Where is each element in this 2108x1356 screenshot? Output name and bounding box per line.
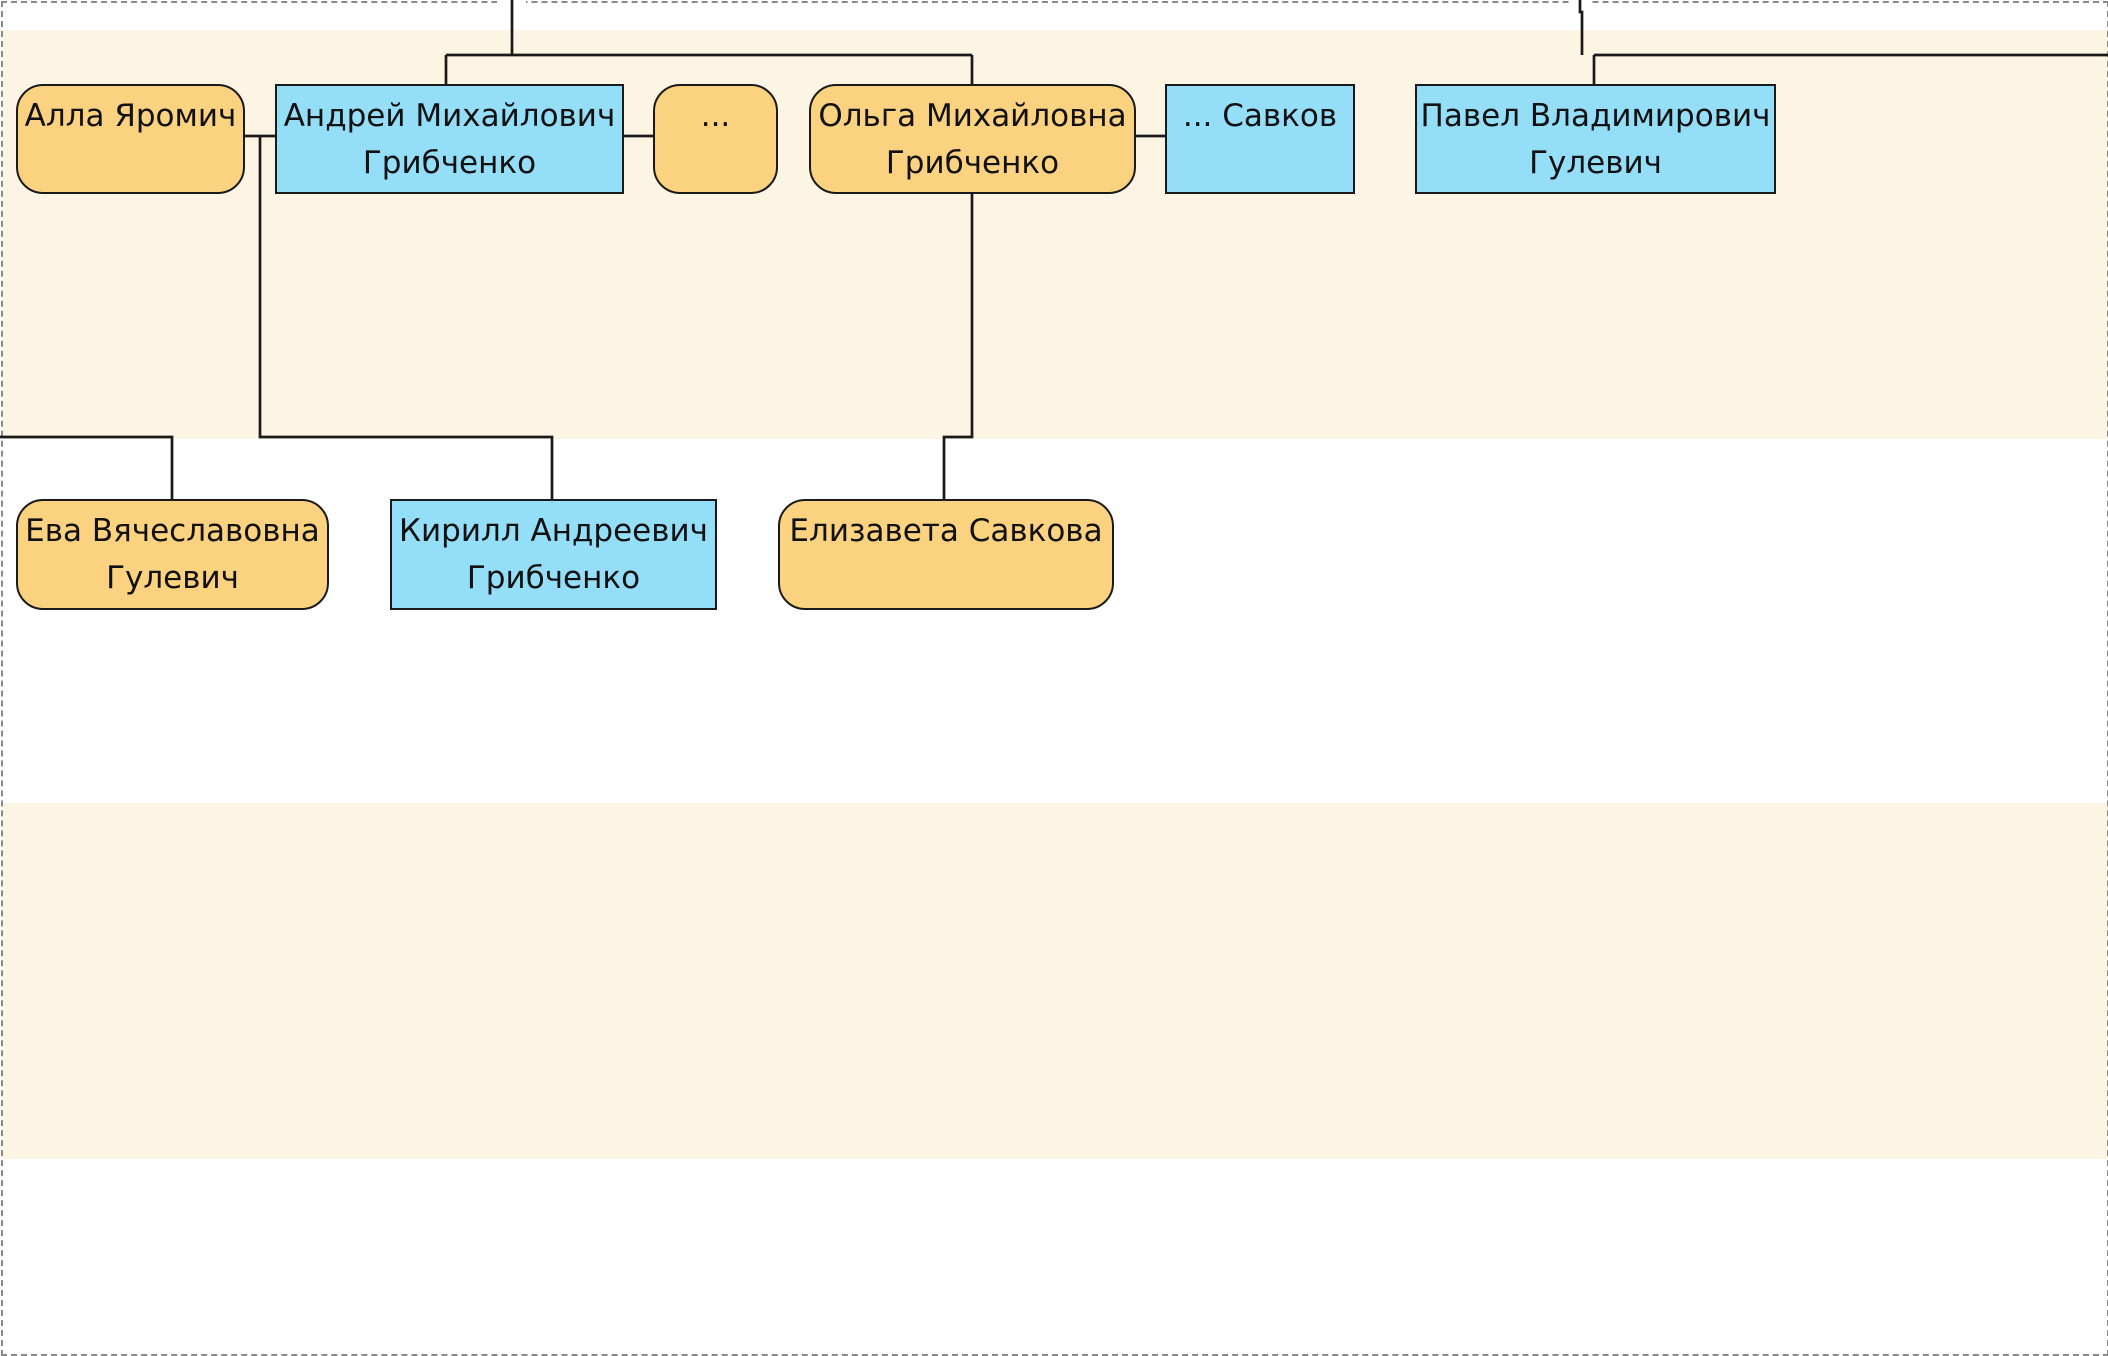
person-surname: Грибченко <box>466 560 641 596</box>
person-name: Андрей Михайлович <box>283 98 616 134</box>
person-node-elizaveta-savkova[interactable]: Елизавета Савкова <box>778 499 1114 610</box>
person-node-andrey-gribchenko[interactable]: Андрей Михайлович Грибченко <box>275 84 624 194</box>
person-node-savkov[interactable]: ... Савков <box>1165 84 1355 194</box>
person-name: ... <box>700 98 731 134</box>
connector-line <box>0 435 174 500</box>
person-node-kirill-gribchenko[interactable]: Кирилл Андреевич Грибченко <box>390 499 717 610</box>
connector-line <box>258 136 554 500</box>
generation-band <box>2 803 2108 1159</box>
person-name: Кирилл Андреевич <box>399 513 708 549</box>
person-name: Ольга Михайловна <box>818 98 1127 134</box>
person-surname: Гулевич <box>106 560 239 596</box>
person-node-alla-yaromich[interactable]: Алла Яромич <box>16 84 245 194</box>
person-name: Алла Яромич <box>24 98 237 134</box>
person-surname: Грибченко <box>885 145 1060 181</box>
person-surname: Гулевич <box>1529 145 1662 181</box>
person-name: Елизавета Савкова <box>789 513 1103 549</box>
connector-line <box>942 193 974 500</box>
person-name: Ева Вячеславовна <box>25 513 320 549</box>
person-name: Павел Владимирович <box>1420 98 1771 134</box>
person-name: ... Савков <box>1182 98 1338 134</box>
person-node-eva-gulevich[interactable]: Ева Вячеславовна Гулевич <box>16 499 329 610</box>
person-node-olga-gribchenko[interactable]: Ольга Михайловна Грибченко <box>809 84 1136 194</box>
person-node-unknown[interactable]: ... <box>653 84 778 194</box>
person-surname: Грибченко <box>362 145 537 181</box>
connector-line <box>1578 0 1584 55</box>
person-node-pavel-gulevich[interactable]: Павел Владимирович Гулевич <box>1415 84 1776 194</box>
